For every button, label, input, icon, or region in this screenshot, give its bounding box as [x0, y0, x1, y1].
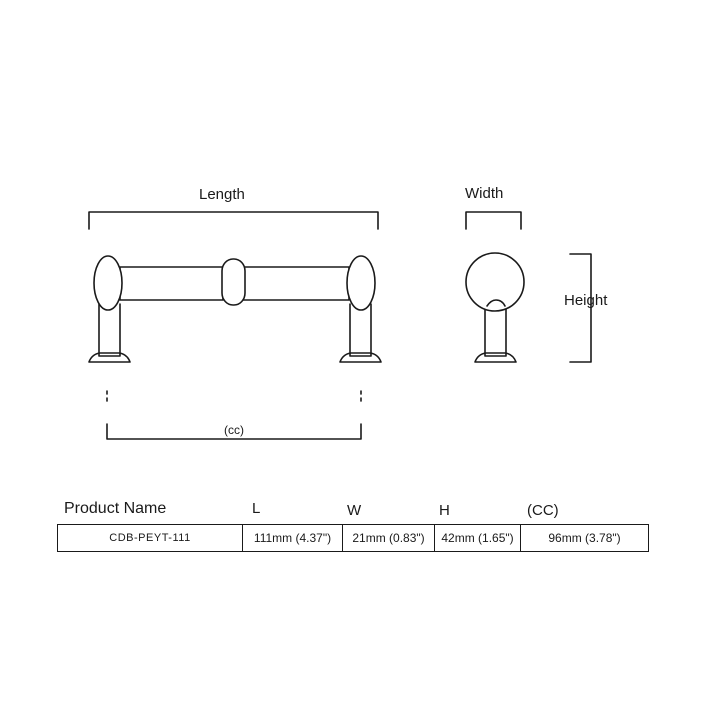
header-product-name: Product Name: [64, 500, 167, 517]
header-w: W: [347, 502, 362, 519]
cc-bracket: [106, 423, 362, 440]
cell-cc: 96mm (3.78"): [520, 524, 649, 552]
left-base: [88, 352, 131, 363]
side-base: [474, 352, 517, 363]
table-row: CDB-PEYT-111 111mm (4.37") 21mm (0.83") …: [57, 524, 649, 552]
side-knob: [465, 252, 525, 312]
header-cc: (CC): [527, 502, 559, 519]
cell-w: 21mm (0.83"): [342, 524, 435, 552]
left-bar: [119, 266, 224, 301]
right-bar: [242, 266, 350, 301]
header-l: L: [252, 500, 261, 517]
side-neck: [486, 299, 506, 307]
center-collar: [221, 258, 246, 306]
handle-front-view: [88, 255, 382, 363]
width-bracket: [465, 211, 522, 230]
right-end-knob: [346, 255, 376, 311]
height-bracket: [569, 253, 592, 363]
length-bracket: [88, 211, 379, 230]
width-label: Width: [465, 185, 504, 202]
left-end-knob: [93, 255, 123, 311]
cc-label: (cc): [224, 423, 244, 437]
cell-product-name: CDB-PEYT-111: [57, 524, 243, 552]
cell-l: 111mm (4.37"): [242, 524, 343, 552]
cell-h: 42mm (1.65"): [434, 524, 521, 552]
side-post: [484, 302, 507, 357]
right-base: [339, 352, 382, 363]
left-post: [98, 303, 121, 357]
header-h: H: [439, 502, 450, 519]
right-post: [349, 303, 372, 357]
spec-table: CDB-PEYT-111 111mm (4.37") 21mm (0.83") …: [57, 524, 649, 552]
height-label: Height: [564, 292, 608, 309]
handle-side-view: [465, 252, 525, 363]
length-label: Length: [199, 186, 245, 203]
